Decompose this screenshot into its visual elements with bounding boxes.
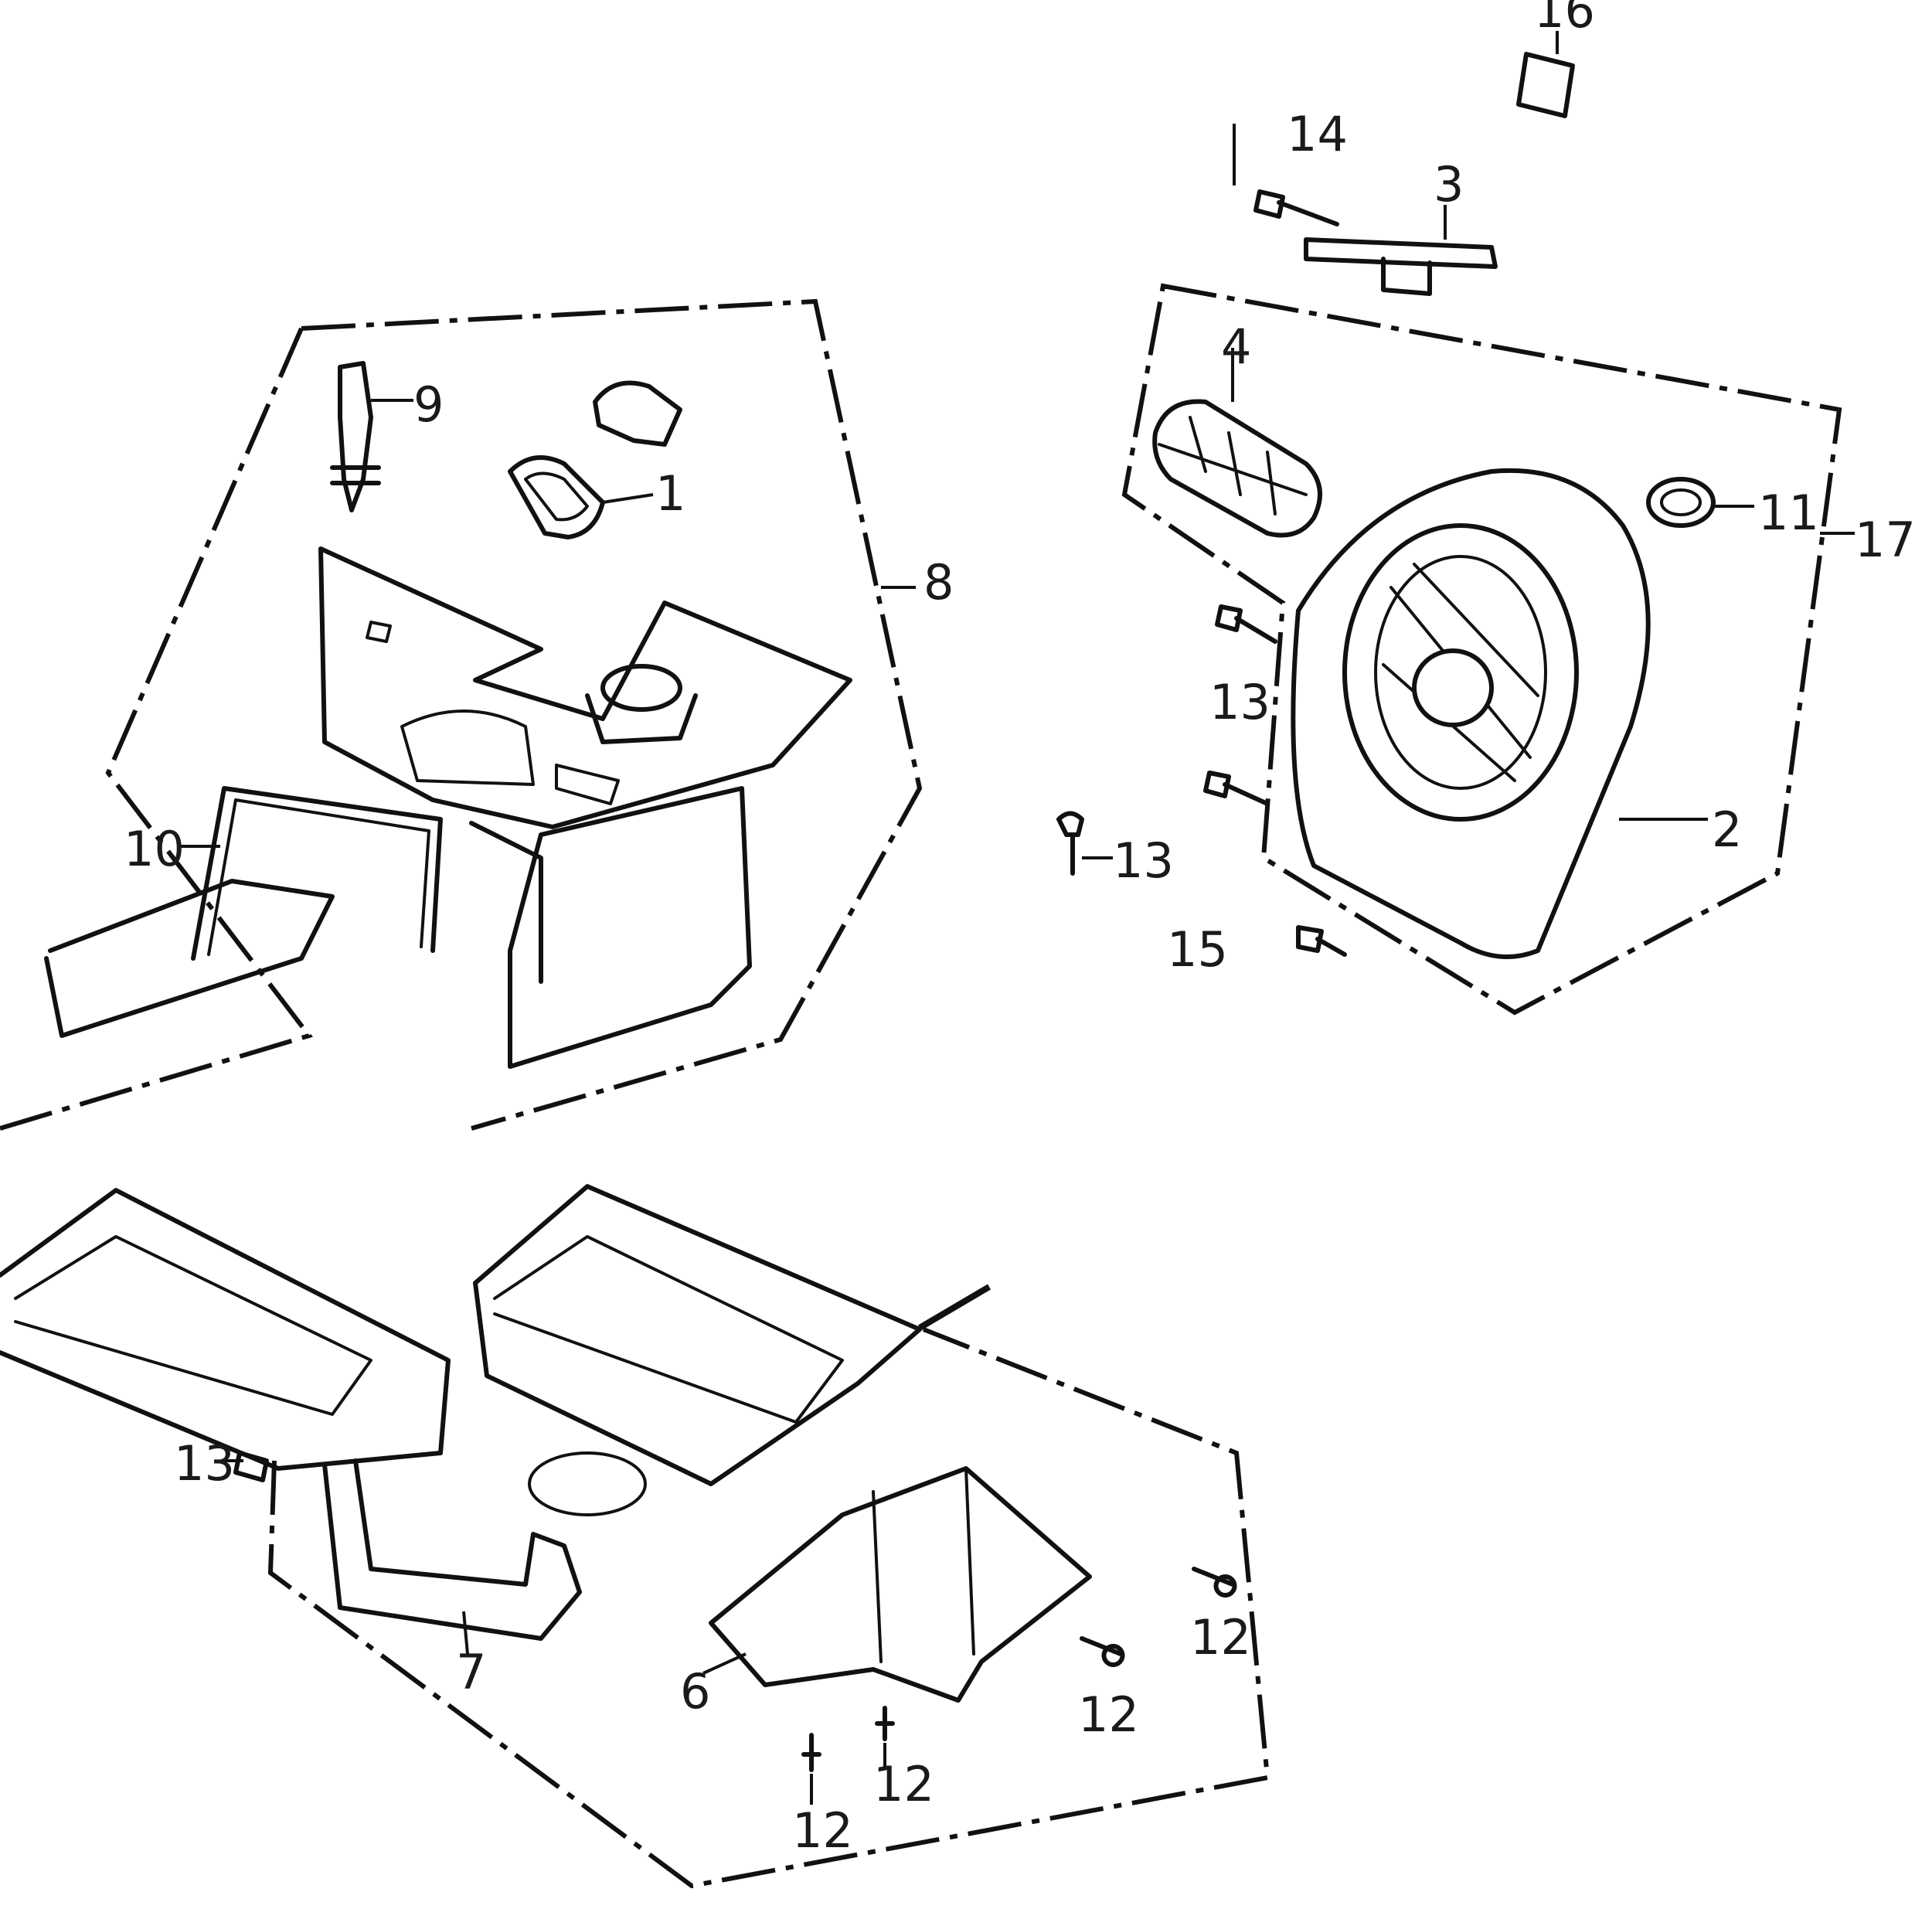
group-frame-lower [267,1327,1270,1889]
upper-shroud-panel [318,546,852,829]
cap-11 [1646,477,1716,528]
small-cap [593,380,682,447]
callout-6: 6 [680,1663,710,1720]
callout-8: 8 [923,554,954,611]
callout-4: 4 [1221,318,1251,375]
screw-14 [1253,189,1339,226]
callout-13-c: 13 [174,1435,235,1492]
callout-9: 9 [413,376,444,433]
bolt-15 [1296,925,1347,957]
callout-12-d: 12 [792,1802,853,1859]
base-duct-assembly [0,1184,1270,1889]
duct-tray-left [0,1188,451,1471]
bolt-13-upper [1215,604,1277,644]
screw-12-a [1192,1567,1237,1598]
screw-12-c [875,1706,895,1741]
callout-12-b: 12 [1078,1686,1139,1743]
group-frame-8 [0,298,923,1131]
lower-shroud-right [508,786,752,1069]
callout-1: 1 [655,465,685,522]
bolt-13-lower [1203,771,1270,806]
callout-13-a: 13 [1209,674,1270,730]
callout-2: 2 [1712,801,1742,858]
callout-7: 7 [456,1644,486,1700]
callout-3: 3 [1434,156,1464,213]
clip-9 [330,361,381,512]
callout-15: 15 [1167,921,1228,978]
shroud-assembly-8 [0,298,923,1131]
callout-12-c: 12 [873,1756,934,1812]
callout-13-b: 13 [1113,832,1174,889]
fan-cover-2 [1291,468,1651,959]
gasket-7 [322,1458,582,1641]
duct-tray-right [473,1184,922,1486]
screw-12-b [1080,1636,1125,1667]
callout-17: 17 [1855,512,1916,568]
bolt-13-lower-left [233,1451,269,1482]
fan-cover-assembly-17 [1056,31,1855,1016]
bolt-13-side [1056,811,1084,876]
plate-16 [1516,52,1575,118]
callout-14: 14 [1287,106,1348,162]
grommet-1 [508,455,605,539]
bracket-3 [1304,237,1498,296]
callout-12-a: 12 [1190,1609,1251,1666]
screw-12-d [801,1733,821,1772]
lower-shroud-left [44,879,335,1038]
callout-10: 10 [124,821,185,877]
callout-11: 11 [1758,485,1819,541]
callout-16: 16 [1534,0,1595,39]
seal-10 [191,786,543,984]
duct-6 [709,1466,1092,1703]
group-frame-17 [1121,283,1842,1016]
screen-4 [1152,399,1322,538]
